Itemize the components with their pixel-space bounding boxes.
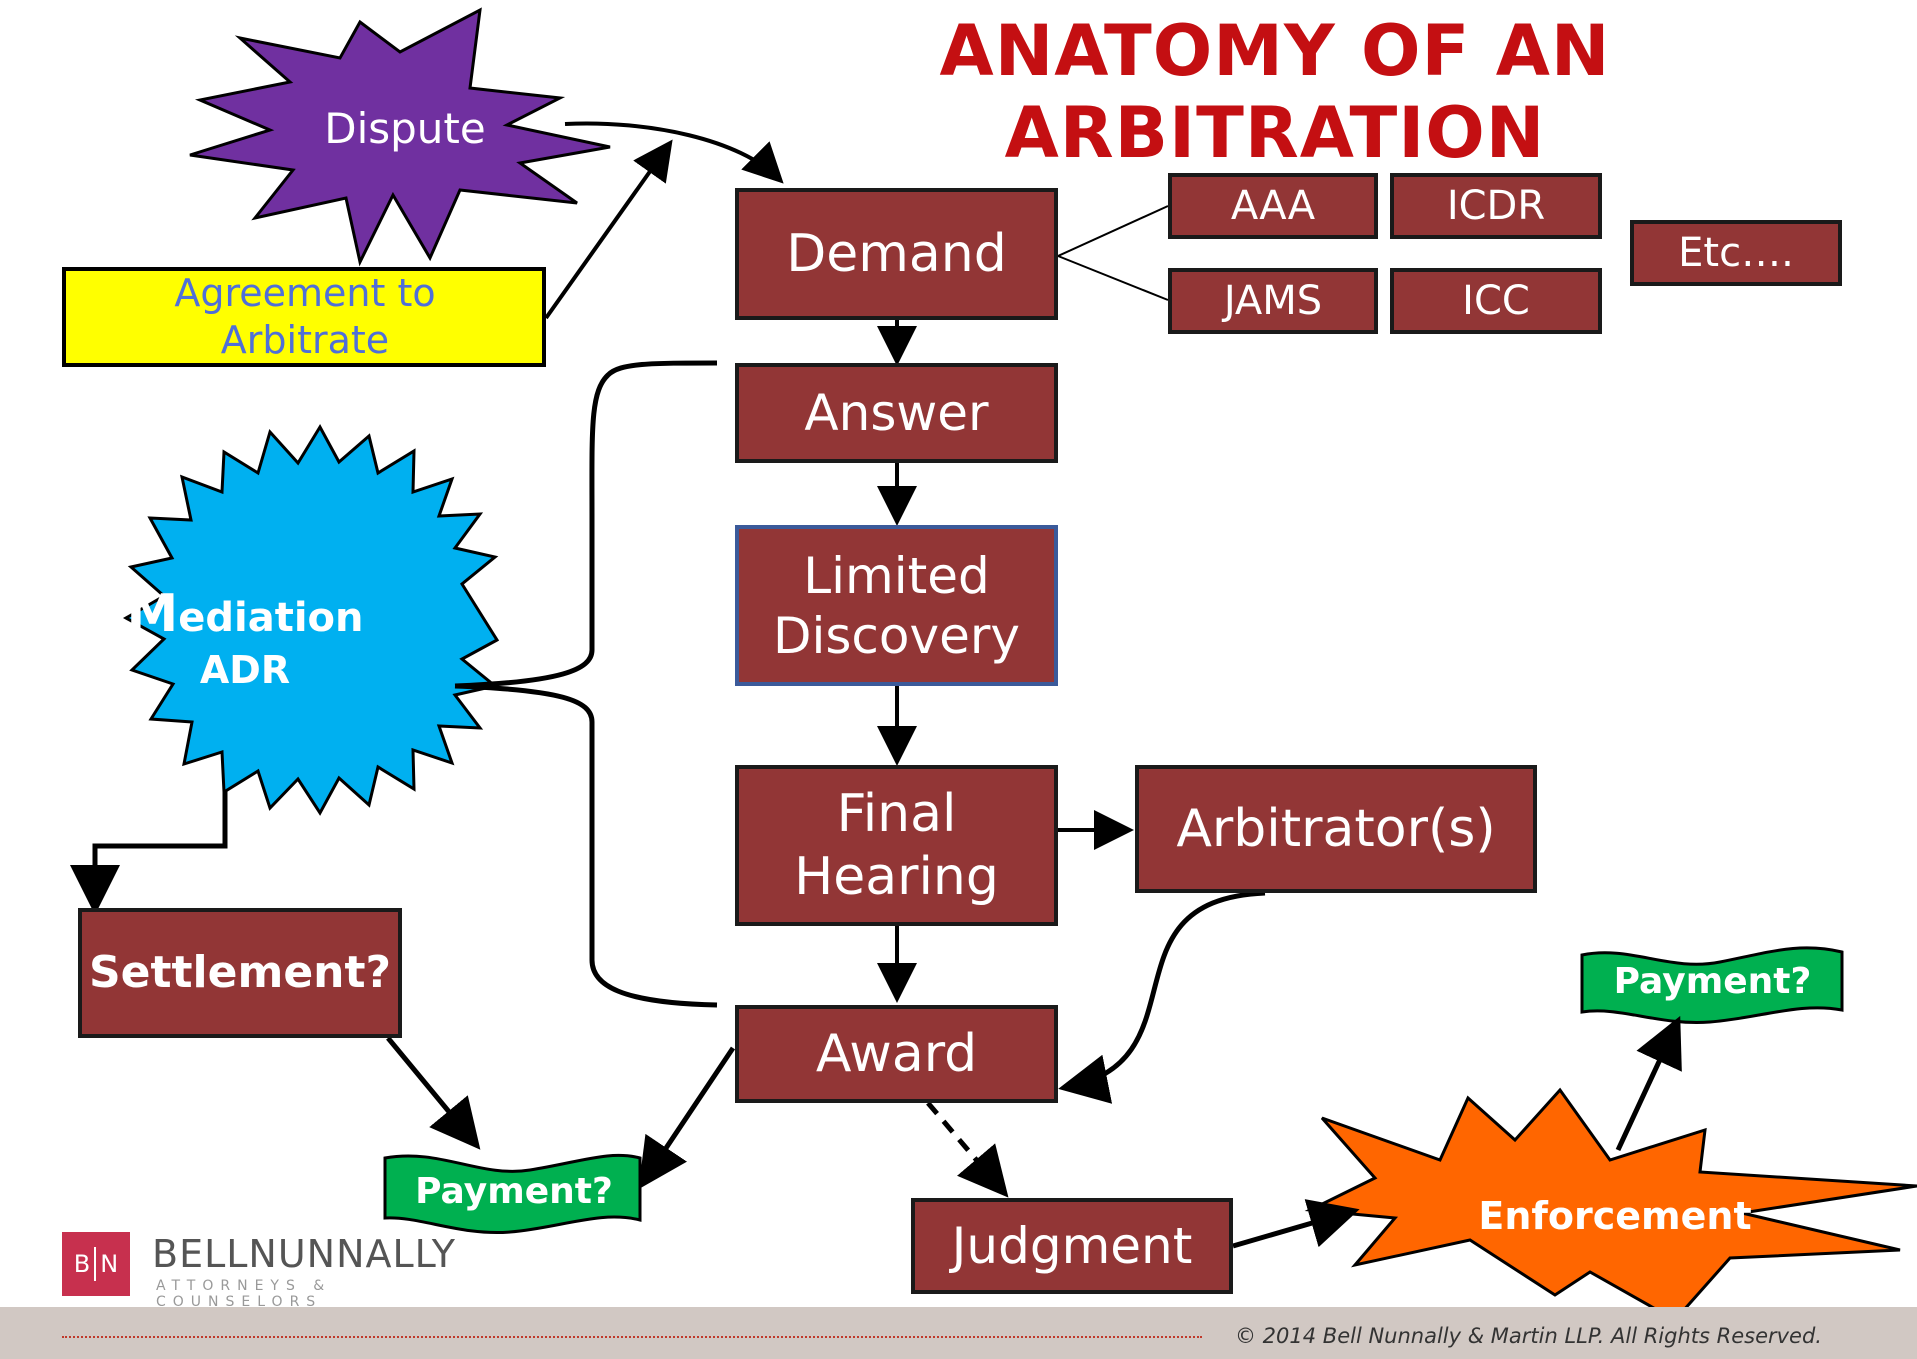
- line-demand-aaa: [1057, 205, 1169, 257]
- judgment-box: Judgment: [911, 1198, 1233, 1294]
- footer-dotted-rule: [62, 1336, 1202, 1338]
- logo-name: BELLNUNNALLY: [152, 1232, 457, 1276]
- logo-divider: [94, 1247, 97, 1281]
- arrow-enforcement-payment: [1615, 1015, 1682, 1152]
- answer-box: Answer: [735, 363, 1058, 463]
- icc-box: ICC: [1390, 268, 1602, 334]
- mediation-star: [122, 423, 500, 816]
- logo-initial-b: B: [73, 1250, 91, 1278]
- arrow-award-judgment: [926, 1101, 1009, 1198]
- logo-tagline: ATTORNEYS & COUNSELORS: [156, 1278, 332, 1310]
- etc-box: Etc….: [1630, 220, 1842, 286]
- logo-initial-n: N: [100, 1250, 119, 1278]
- mediation-bracket: [454, 360, 718, 1008]
- arrow-award-payment: [638, 1046, 736, 1190]
- adr-label: ADR: [199, 647, 291, 692]
- line-demand-jams: [1057, 255, 1169, 301]
- page-title: ANATOMY OF AN ARBITRATION: [939, 10, 1611, 174]
- payment-right-label: Payment?: [1613, 960, 1812, 1002]
- footer-band: [0, 1307, 1917, 1359]
- logo-mark: B N: [62, 1232, 130, 1296]
- dispute-label: Dispute: [324, 103, 486, 153]
- mediation-title: Mediation: [126, 582, 363, 647]
- final-hearing-box: Final Hearing: [735, 765, 1058, 926]
- arrow-agreement-dispute: [544, 139, 673, 320]
- mediation-initial: M: [126, 583, 179, 644]
- mediation-label: Mediation ADR: [120, 578, 370, 698]
- mediation-rest: ediation: [178, 594, 364, 641]
- payment-left-banner: [383, 1153, 642, 1235]
- settlement-box: Settlement?: [78, 908, 402, 1038]
- demand-box: Demand: [735, 188, 1058, 320]
- arrow-judgment-enforcement: [1232, 1199, 1360, 1249]
- copyright-text: © 2014 Bell Nunnally & Martin LLP. All R…: [1235, 1324, 1822, 1348]
- enforcement-label: Enforcement: [1478, 1194, 1752, 1238]
- agreement-box: [62, 267, 546, 367]
- arrow-settlement-payment: [386, 1036, 481, 1150]
- agreement-label: Agreement to Arbitrate: [174, 270, 436, 363]
- jams-box: JAMS: [1168, 268, 1378, 334]
- arrow-dispute-demand: [564, 121, 784, 184]
- arbitrators-box: Arbitrator(s): [1135, 765, 1537, 893]
- arrow-arbitrators-award: [1058, 890, 1266, 1104]
- payment-left-label: Payment?: [415, 1170, 613, 1212]
- award-box: Award: [735, 1005, 1058, 1103]
- enforcement-star: [1304, 1087, 1917, 1322]
- logo: B N BELLNUNNALLY ATTORNEYS & COUNSELORS: [62, 1232, 482, 1310]
- icdr-box: ICDR: [1390, 173, 1602, 239]
- aaa-box: AAA: [1168, 173, 1378, 239]
- arrow-mediation-settlement: [70, 790, 228, 915]
- dispute-star: [189, 7, 611, 267]
- limited-discovery-box: Limited Discovery: [735, 525, 1058, 686]
